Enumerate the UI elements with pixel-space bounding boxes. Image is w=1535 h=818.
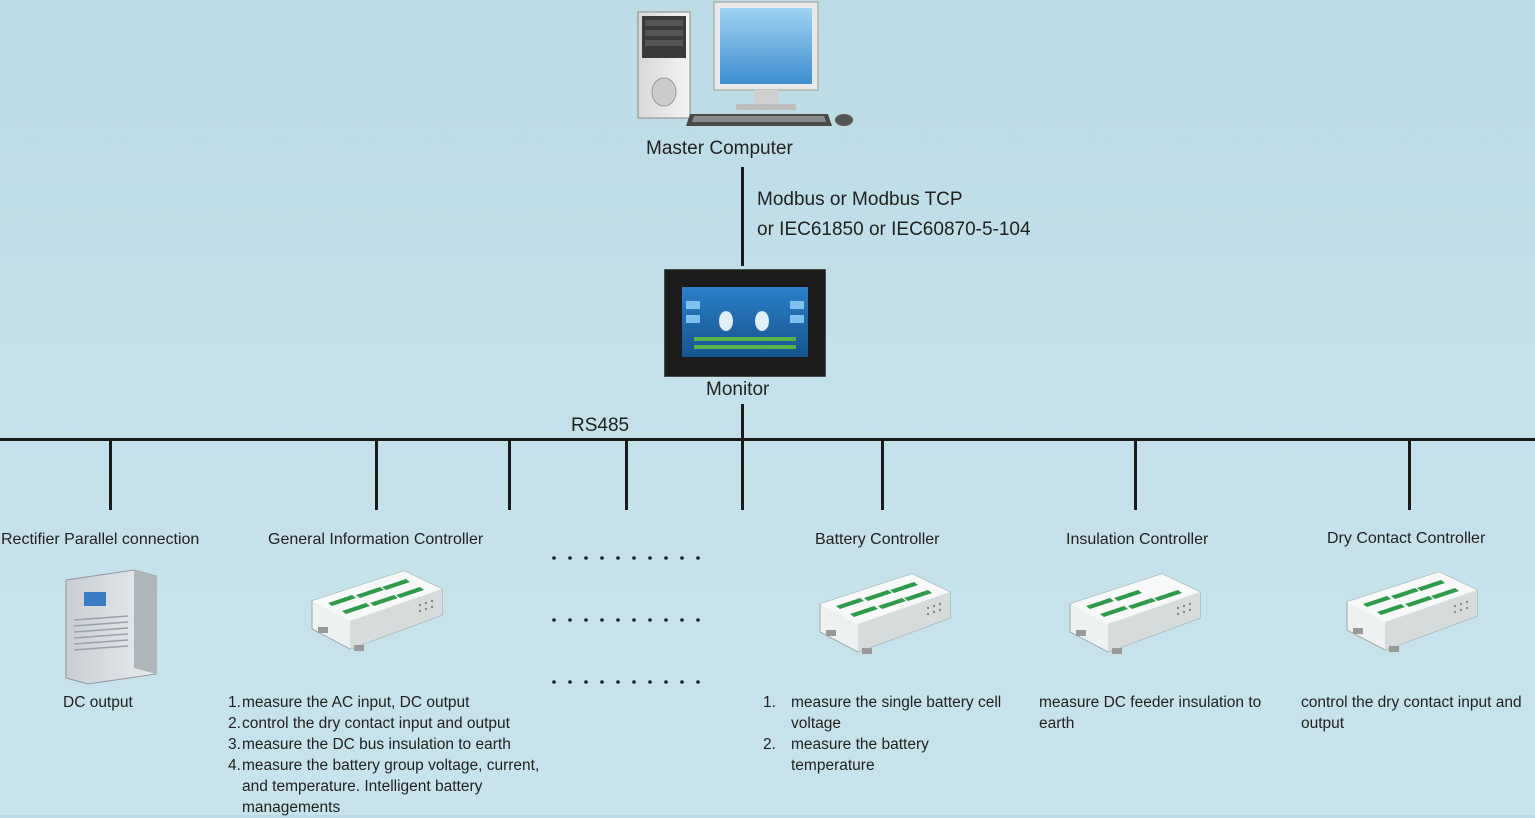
rectifier-title: Rectifier Parallel connection xyxy=(1,531,200,548)
drop-general xyxy=(375,440,378,510)
insulation-controller-title: Insulation Controller xyxy=(1066,531,1209,548)
controller-module-icon-insulation xyxy=(1069,573,1201,654)
ellipsis-dots xyxy=(552,556,700,684)
rs485-bus-line xyxy=(0,438,1535,441)
drop-monitor-side xyxy=(741,440,744,510)
link-monitor-bus xyxy=(741,404,744,440)
controller-module-icon-general xyxy=(311,570,443,651)
general-item-3: 3.measure the DC bus insulation to earth xyxy=(228,736,511,753)
desktop-computer-icon xyxy=(637,1,853,126)
general-item-4: 4.measure the battery group voltage, cur… xyxy=(228,757,540,816)
general-controller-description: 1.measure the AC input, DC output 2.cont… xyxy=(228,692,568,818)
general-item-1: 1.measure the AC input, DC output xyxy=(228,694,470,711)
drop-rectifier xyxy=(109,440,112,510)
link-master-monitor xyxy=(741,167,744,266)
touchscreen-monitor-icon xyxy=(664,269,826,377)
general-item-2: 2.control the dry contact input and outp… xyxy=(228,715,510,732)
drycontact-controller-description: control the dry contact input and output xyxy=(1301,694,1522,732)
master-computer-label: Master Computer xyxy=(646,138,793,159)
drop-insulation xyxy=(1134,440,1137,510)
protocol-line-2: or IEC61850 or IEC60870-5-104 xyxy=(757,219,1031,240)
drop-drycontact xyxy=(1408,440,1411,510)
drop-battery xyxy=(881,440,884,510)
protocol-line-1: Modbus or Modbus TCP xyxy=(757,189,963,210)
controller-module-icon-battery xyxy=(819,573,951,654)
drycontact-controller-title: Dry Contact Controller xyxy=(1327,530,1486,547)
insulation-controller-description: measure DC feeder insulation to earth xyxy=(1039,694,1262,732)
general-controller-title: General Information Controller xyxy=(268,531,484,548)
rectifier-module-icon xyxy=(65,569,157,685)
controller-module-icon-drycontact xyxy=(1346,571,1478,652)
battery-controller-title: Battery Controller xyxy=(815,531,940,548)
drop-extra-2 xyxy=(625,440,628,510)
monitor-label: Monitor xyxy=(706,379,770,400)
rectifier-description: DC output xyxy=(63,694,133,711)
battery-controller-description: 1.measure the single battery cell voltag… xyxy=(763,692,1023,776)
battery-item-2: 2.measure the battery temperature xyxy=(763,736,929,774)
drop-extra-1 xyxy=(508,440,511,510)
rs485-label: RS485 xyxy=(571,415,630,436)
battery-item-1: 1.measure the single battery cell voltag… xyxy=(763,694,1002,732)
